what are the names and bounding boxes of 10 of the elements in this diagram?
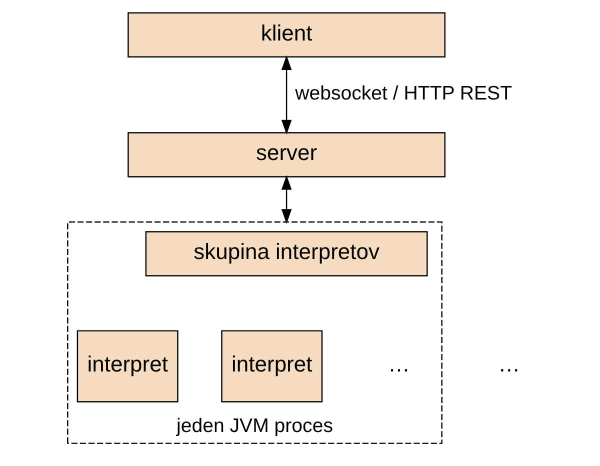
arrow	[281, 55, 292, 135]
node-box: klient	[128, 12, 446, 58]
node-box: interpret	[76, 330, 178, 402]
node-box: interpret	[221, 330, 323, 402]
arrow	[281, 175, 292, 224]
edge-label: websocket / HTTP REST	[295, 82, 512, 104]
label: …	[498, 352, 520, 377]
node-box: skupina interpretov	[145, 231, 428, 276]
label: …	[388, 352, 410, 377]
node-box: server	[128, 132, 446, 178]
